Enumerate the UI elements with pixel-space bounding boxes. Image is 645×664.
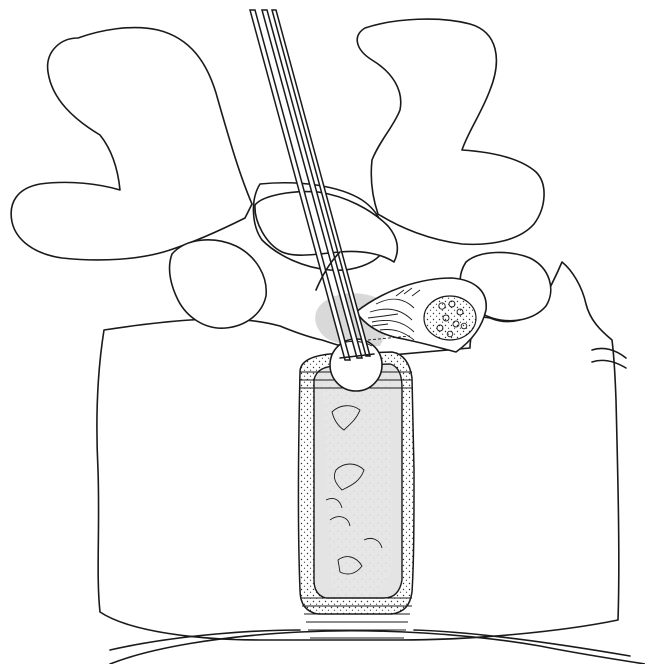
- left-transverse-process: [170, 240, 267, 328]
- right-upper-facet: [357, 19, 544, 244]
- left-upper-facet: [11, 28, 252, 260]
